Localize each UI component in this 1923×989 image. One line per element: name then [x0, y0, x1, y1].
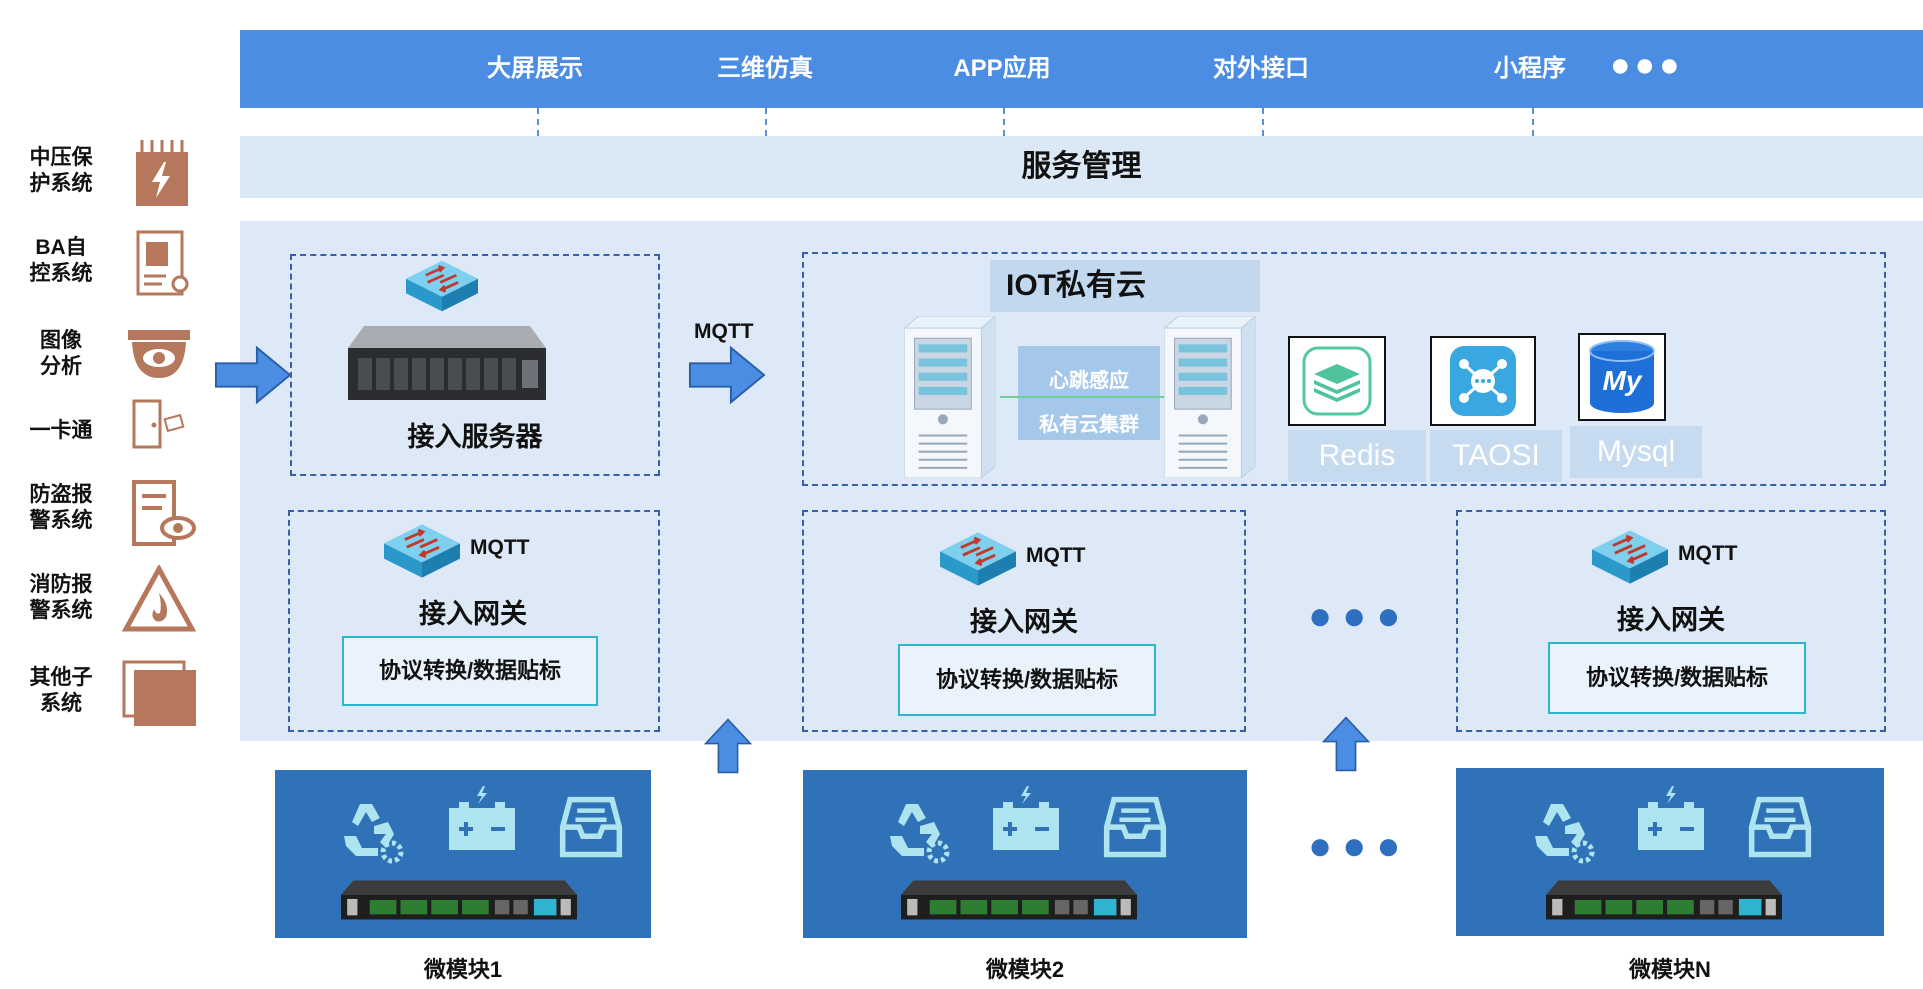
access-server-box	[290, 254, 660, 476]
mysql-icon-text: My	[1602, 365, 1642, 396]
building-gear-icon	[136, 230, 189, 296]
subsystem-label: 防盗报警系统	[29, 483, 93, 532]
app-item-3d-simulation[interactable]: 三维仿真	[717, 55, 813, 82]
access-server-title: 接入服务器	[407, 422, 543, 452]
taos-icon	[1430, 336, 1536, 426]
recycle-gear-icon	[1526, 796, 1598, 866]
gateway-title: 接入网关	[1617, 605, 1725, 635]
heartbeat-label: 心跳感应	[1049, 370, 1129, 392]
redis-icon	[1288, 336, 1386, 426]
fire-warning-icon	[122, 565, 196, 632]
drawer-icon	[1748, 796, 1812, 860]
switch-icon	[406, 258, 478, 314]
battery-icon	[991, 786, 1061, 856]
connector-line	[765, 108, 767, 136]
module-device-icon	[901, 880, 1137, 922]
micro-module-panel	[1456, 768, 1884, 936]
rack-server-icon	[348, 326, 546, 400]
subsystem-label: 消防报警系统	[29, 573, 93, 622]
database-label-redis: Redis	[1288, 430, 1426, 482]
gateway-title: 接入网关	[970, 607, 1078, 637]
gateway-box	[288, 510, 660, 732]
micro-module-panel	[275, 770, 651, 938]
iot-cloud-title: IOT私有云	[1006, 269, 1146, 302]
drawer-icon	[1103, 796, 1167, 860]
micro-module-panel	[803, 770, 1247, 938]
gateway-ellipsis: ●●●	[1308, 594, 1411, 638]
service-management-bar	[240, 136, 1923, 198]
iot-cloud-title-bg	[990, 260, 1260, 312]
drawer-icon	[559, 796, 623, 860]
switch-icon	[940, 530, 1016, 588]
connector-line	[1003, 108, 1005, 136]
database-label-mysql: Mysql	[1570, 426, 1702, 478]
micro-module-label: 微模块N	[1629, 957, 1711, 982]
mqtt-label: MQTT	[694, 320, 754, 343]
subsystem-label: 中压保护系统	[29, 146, 93, 195]
recycle-gear-icon	[335, 796, 407, 866]
module-device-icon	[1546, 880, 1782, 922]
battery-icon	[447, 786, 517, 856]
cluster-label: 私有云集群	[1039, 414, 1139, 436]
arrow-right-icon	[214, 344, 292, 406]
iot-cloud-box	[802, 252, 1886, 486]
module-device-icon	[341, 880, 577, 922]
recycle-gear-icon	[881, 796, 953, 866]
gateway-box	[1456, 510, 1886, 732]
server-tower-icon	[904, 316, 996, 478]
arrow-up-icon	[1318, 716, 1374, 772]
switch-icon	[384, 522, 460, 580]
server-tower-icon	[1164, 316, 1256, 478]
transformer-bolt-icon	[136, 140, 188, 206]
subsystem-label: 其他子系统	[29, 666, 93, 715]
mysql-icon: My	[1578, 333, 1666, 421]
app-item-mini-program[interactable]: 小程序	[1494, 55, 1566, 82]
module-ellipsis: ●●●	[1308, 824, 1411, 868]
connector-line	[1262, 108, 1264, 136]
heartbeat-cluster-panel	[1018, 346, 1160, 440]
gateway-mqtt-label: MQTT	[1678, 542, 1738, 565]
stacked-pages-icon	[122, 660, 196, 726]
heartbeat-link-line	[1000, 396, 1164, 398]
application-layer-bar	[240, 30, 1923, 108]
arrow-right-icon	[688, 344, 766, 406]
app-more-ellipsis: ●●●	[1610, 46, 1684, 84]
gateway-mqtt-label: MQTT	[470, 536, 530, 559]
micro-module-label: 微模块2	[985, 957, 1065, 982]
app-item-app[interactable]: APP应用	[953, 55, 1051, 82]
connector-line	[537, 108, 539, 136]
app-item-big-screen[interactable]: 大屏展示	[487, 55, 583, 82]
service-management-title: 服务管理	[1021, 150, 1142, 183]
connector-line	[1532, 108, 1534, 136]
micro-module-label: 微模块1	[423, 957, 503, 982]
door-card-icon	[132, 399, 185, 449]
arrow-up-icon	[700, 718, 756, 774]
dome-camera-icon	[128, 330, 190, 378]
gateway-title: 接入网关	[419, 599, 527, 629]
subsystem-label: 图像分析	[40, 329, 82, 378]
database-label-taosi: TAOSI	[1430, 430, 1562, 482]
protocol-conversion-box: 协议转换/数据贴标	[1548, 642, 1806, 714]
subsystem-label: 一卡通	[29, 419, 93, 442]
app-item-external-api[interactable]: 对外接口	[1213, 55, 1309, 82]
protocol-conversion-box: 协议转换/数据贴标	[898, 644, 1156, 716]
gateway-mqtt-label: MQTT	[1026, 544, 1086, 567]
document-eye-icon	[132, 480, 196, 546]
switch-icon	[1592, 528, 1668, 586]
gateway-box	[802, 510, 1246, 732]
subsystem-label: BA自控系统	[29, 236, 93, 285]
battery-icon	[1636, 786, 1706, 856]
protocol-conversion-box: 协议转换/数据贴标	[342, 636, 598, 706]
